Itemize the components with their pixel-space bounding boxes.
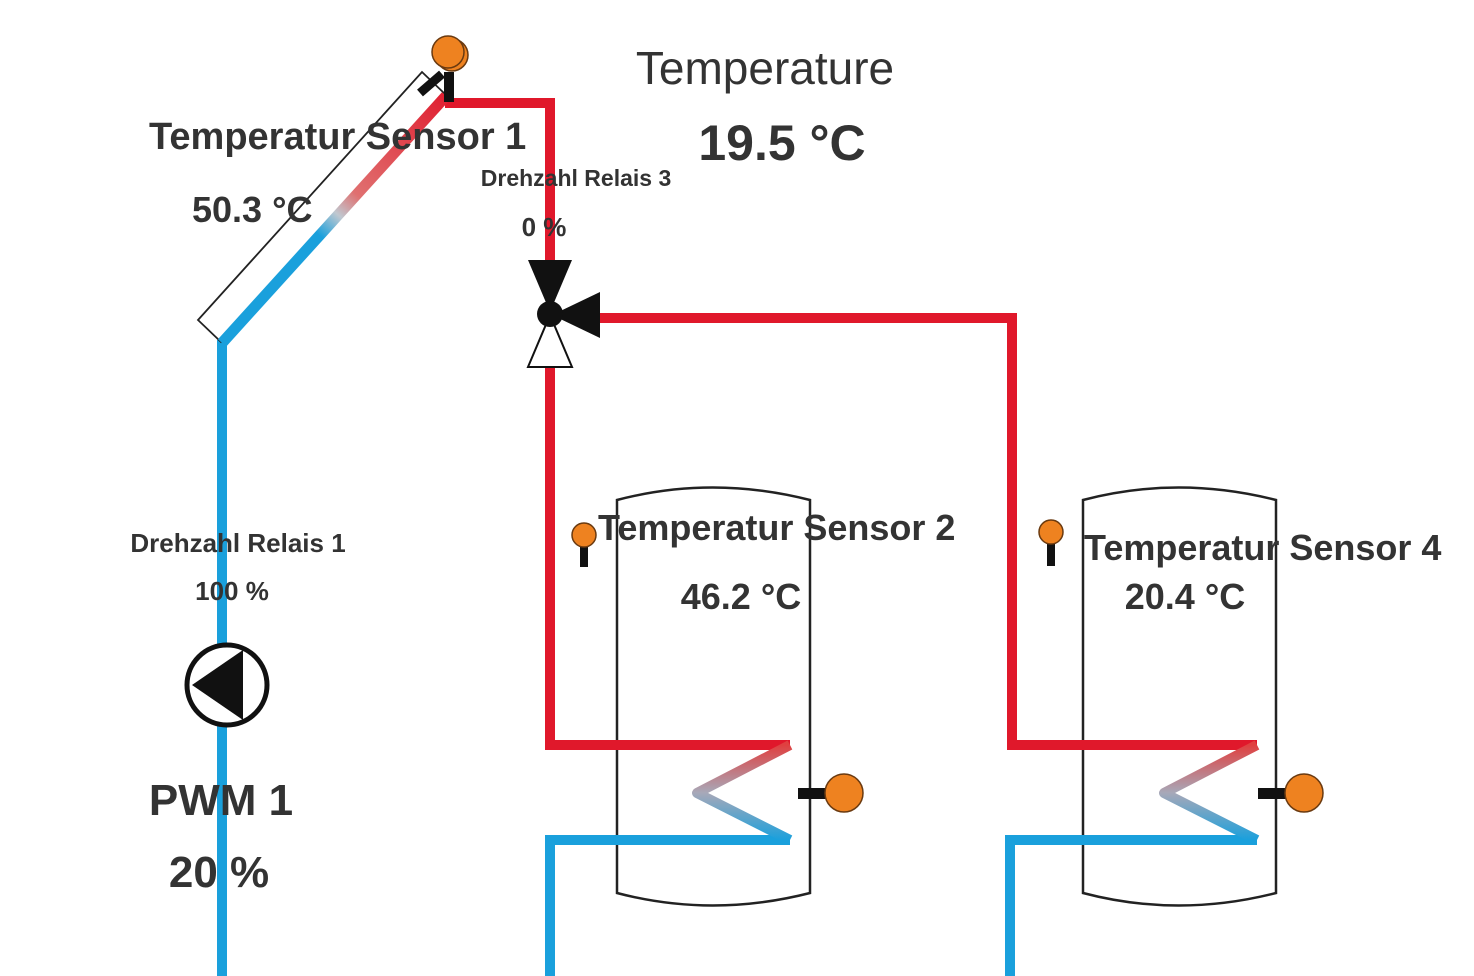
relay1-value: 100 % <box>195 576 269 606</box>
pwm1-label: PWM 1 <box>149 776 293 825</box>
ambient-temperature-value: 19.5 °C <box>698 115 865 171</box>
temperature-sensor-icon <box>417 35 469 102</box>
pwm1-value: 20 % <box>169 848 269 897</box>
temperature-sensor-icon <box>571 522 597 567</box>
cold-pipe <box>545 835 790 976</box>
sensor2-label: Temperatur Sensor 2 <box>598 507 955 548</box>
sensor4-value: 20.4 °C <box>1125 576 1245 617</box>
three-way-valve-icon[interactable] <box>526 260 600 368</box>
hot-pipe <box>545 365 790 750</box>
temperature-sensor-icon <box>798 773 864 813</box>
sensor4-label: Temperatur Sensor 4 <box>1084 527 1441 568</box>
sensor1-label: Temperatur Sensor 1 <box>149 116 526 158</box>
sensor1-value: 50.3 °C <box>192 189 312 230</box>
ambient-temperature-title: Temperature <box>636 42 894 94</box>
hot-pipe <box>598 313 1257 750</box>
storage-tank-icon <box>1081 486 1278 907</box>
cold-pipe <box>1005 835 1257 976</box>
heat-exchanger-coil-icon <box>1159 740 1260 845</box>
temperature-sensor-icon <box>1038 519 1064 566</box>
relay3-value: 0 % <box>522 212 567 242</box>
heat-exchanger-coil-icon <box>692 740 793 845</box>
storage-tank-icon <box>615 486 812 907</box>
hot-pipe <box>445 98 555 262</box>
relay1-label: Drehzahl Relais 1 <box>130 528 345 558</box>
sensor2-value: 46.2 °C <box>681 576 801 617</box>
temperature-sensor-icon <box>1258 773 1324 813</box>
relay3-label: Drehzahl Relais 3 <box>481 165 671 191</box>
circulation-pump-icon[interactable] <box>184 642 270 728</box>
